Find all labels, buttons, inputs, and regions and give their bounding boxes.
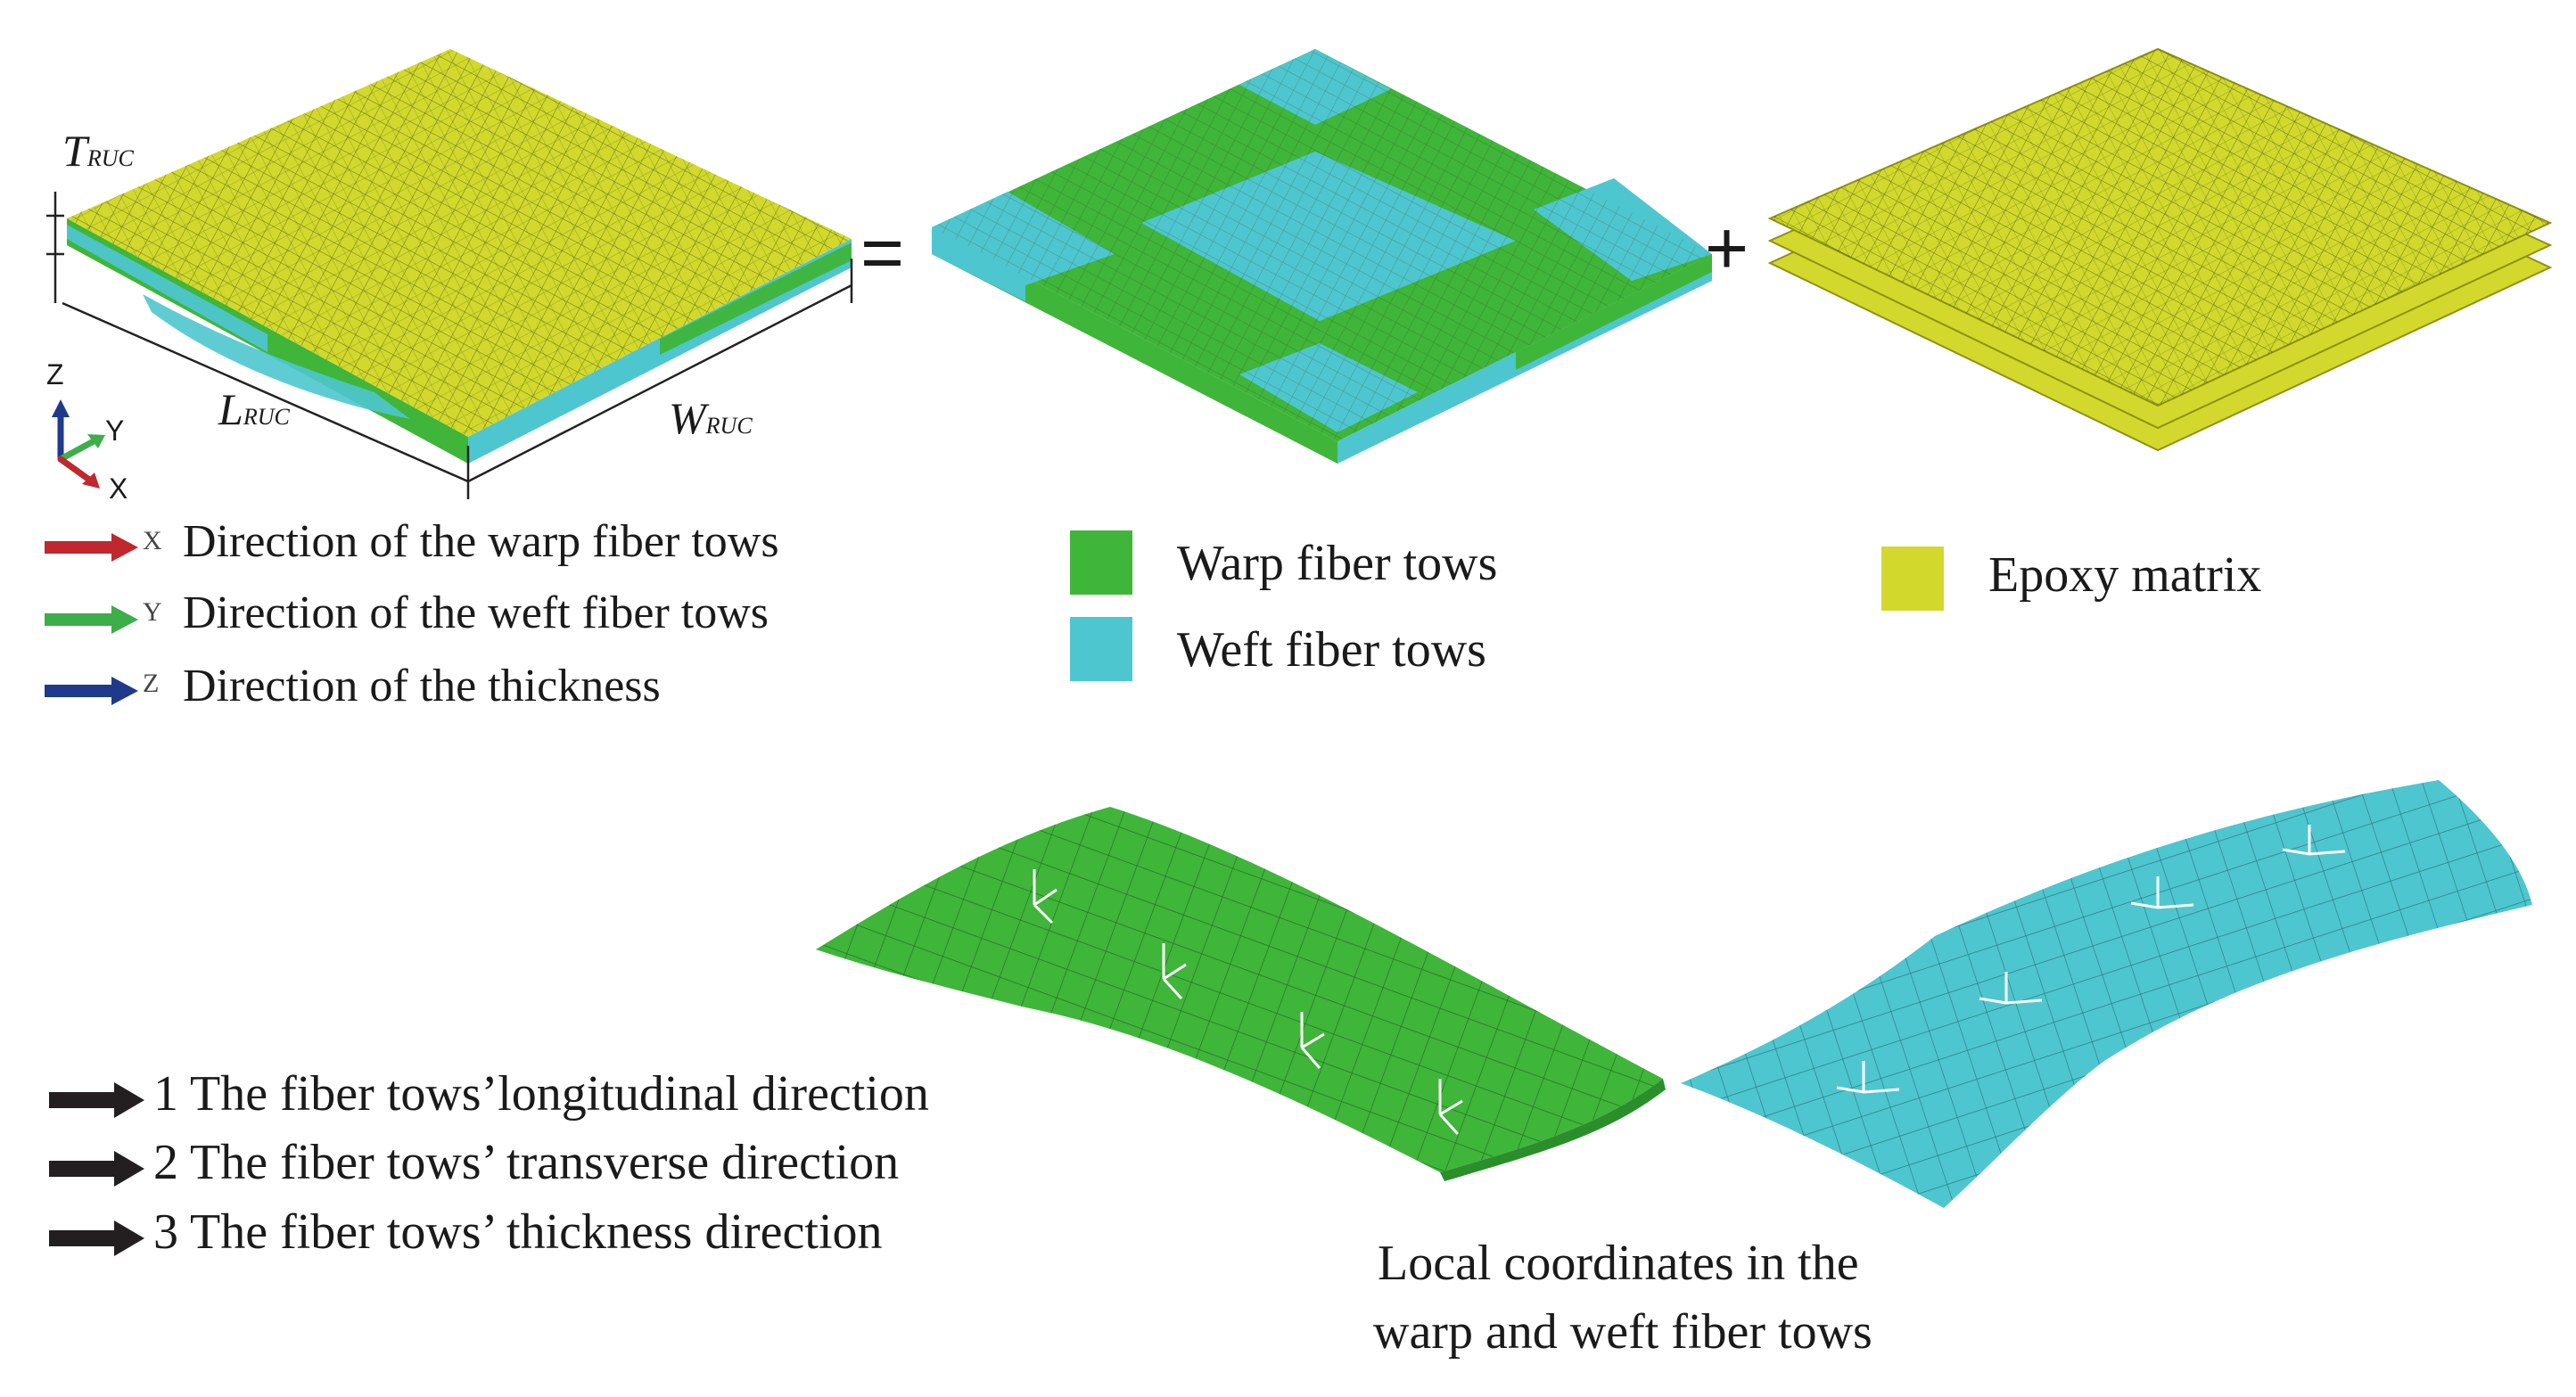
warp-tow-edge	[1440, 1079, 1666, 1181]
weft-local-triad-2	[1979, 972, 2043, 1005]
ruc-top-mesh-cross	[67, 49, 852, 437]
width-dimension-label: WRUC	[669, 393, 753, 443]
matrix-top-mesh-cross	[1770, 49, 2550, 406]
weft-local-triad-3	[2130, 876, 2194, 909]
local-axis-3-number: 3	[153, 1204, 178, 1260]
local-axis-1-number: 1	[153, 1066, 178, 1122]
axis-y-description: Direction of the weft fiber tows	[183, 588, 770, 638]
matrix-layers-model	[1767, 47, 2553, 452]
weft-legend-label: Weft fiber tows	[1177, 622, 1486, 678]
tows-left-side	[932, 227, 1337, 464]
ruc-composite-model	[46, 49, 853, 499]
local-legend-row-1: 1 The fiber tows’longitudinal direction	[153, 1065, 929, 1122]
ruc-right-side-warp-band	[660, 242, 852, 355]
local-axis-1-description: The fiber tows’longitudinal direction	[190, 1066, 929, 1122]
tows-right-side-warp	[1516, 254, 1712, 370]
axis-z-description: Direction of the thickness	[183, 661, 661, 711]
tows-top-mesh	[932, 49, 1712, 441]
local-axis-arrows	[49, 1082, 144, 1256]
triad-y-label: Y	[105, 415, 125, 447]
weft-local-triad-4	[2282, 825, 2346, 856]
fiber-tows-model	[932, 49, 1712, 464]
warp-local-triad-1	[1033, 869, 1058, 924]
local-axis-3-description: The fiber tows’ thickness direction	[190, 1204, 883, 1260]
local-axis-2-description: The fiber tows’ transverse direction	[190, 1135, 900, 1190]
local-coord-caption-line-1: Local coordinates in the	[1378, 1236, 1859, 1291]
matrix-swatch	[1881, 546, 1944, 611]
matrix-legend-label: Epoxy matrix	[1988, 547, 2262, 603]
warp-local-triad-2	[1162, 943, 1187, 1000]
axis-x-tag: X	[143, 526, 162, 555]
local-legend-row-2: 2 The fiber tows’ transverse direction	[153, 1134, 899, 1191]
warp-legend-label: Warp fiber tows	[1177, 536, 1498, 591]
warp-tow-mesh	[816, 807, 1663, 1172]
warp-tow-model	[816, 807, 1666, 1181]
local-triads	[1033, 825, 2346, 1136]
ruc-weft-undulation	[143, 294, 410, 419]
weft-swatch	[1070, 617, 1132, 681]
local-legend-row-3: 3 The fiber tows’ thickness direction	[153, 1204, 883, 1261]
weft-tow-mesh	[1681, 780, 2532, 1208]
warp-local-triad-3	[1300, 1012, 1325, 1069]
triad-y-axis	[57, 438, 97, 463]
global-axis-arrows	[45, 533, 138, 705]
plus-operator: +	[1705, 206, 1749, 290]
triad-z-label: Z	[46, 358, 64, 390]
equals-operator: =	[860, 210, 905, 294]
thickness-dimension-label: TRUC	[62, 126, 134, 176]
length-dimension-label: LRUC	[218, 384, 290, 434]
triad-x-axis	[57, 456, 93, 483]
local-axis-2-number: 2	[153, 1135, 178, 1190]
ruc-left-side-weft-band	[67, 225, 267, 352]
axis-z-tag: Z	[143, 669, 160, 698]
ruc-dimension-lines	[46, 192, 853, 499]
weft-tow-model	[1681, 780, 2532, 1208]
axis-y-tag: Y	[143, 597, 162, 627]
coordinate-triad	[52, 399, 105, 489]
axis-x-description: Direction of the warp fiber tows	[183, 516, 779, 567]
local-coord-caption-line-2: warp and weft fiber tows	[1373, 1304, 1872, 1360]
triad-x-label: X	[109, 473, 128, 505]
warp-swatch	[1070, 530, 1132, 595]
weft-local-triad-1	[1836, 1061, 1900, 1094]
warp-local-triad-4	[1438, 1079, 1463, 1136]
tows-left-side-weft	[932, 227, 1025, 301]
